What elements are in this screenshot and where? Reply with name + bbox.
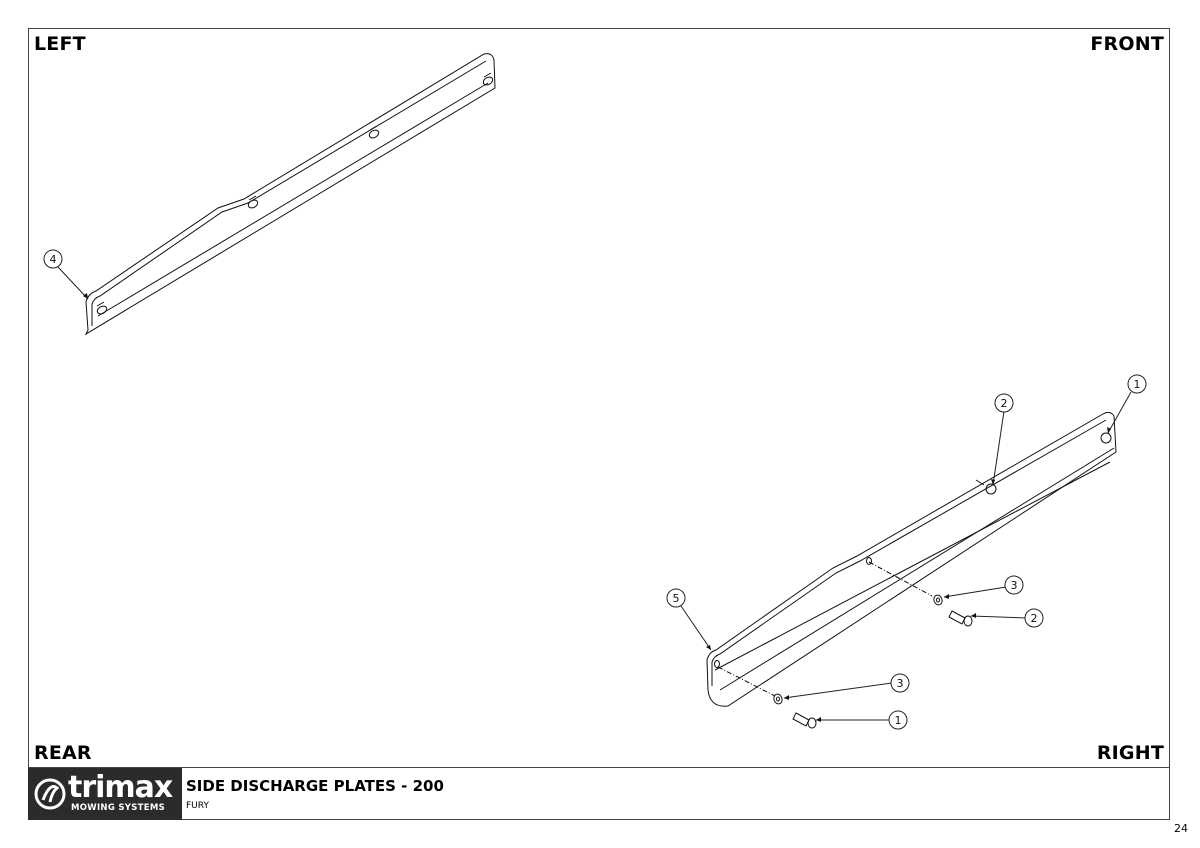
drawing-subtitle: FURY <box>186 801 209 811</box>
label-left: LEFT <box>34 33 86 55</box>
left-side-discharge-plate <box>84 53 496 336</box>
balloon-4: 4 <box>50 253 57 266</box>
label-right: RIGHT <box>1096 742 1164 764</box>
page-number: 24 <box>1174 822 1188 835</box>
right-side-discharge-plate <box>706 411 1117 707</box>
title-block: trimax MOWING SYSTEMS SIDE DISCHARGE PLA… <box>28 767 1170 820</box>
trimax-swirl-icon <box>34 778 66 810</box>
leader-arrowheads <box>83 293 1111 722</box>
balloon-1-front: 1 <box>1134 378 1141 391</box>
callout-balloons <box>43 249 1147 730</box>
trimax-logo: trimax MOWING SYSTEMS <box>28 768 182 820</box>
logo-subtext: MOWING SYSTEMS <box>71 803 166 813</box>
label-rear: REAR <box>34 742 92 764</box>
balloon-5: 5 <box>673 592 680 605</box>
balloon-1-lower: 1 <box>895 714 902 727</box>
hardware <box>717 561 973 729</box>
balloon-3-lower: 3 <box>897 677 904 690</box>
logo-wordmark: trimax <box>68 770 173 805</box>
balloon-2-top: 2 <box>1001 397 1008 410</box>
leader-lines <box>57 266 1132 721</box>
balloon-2-mid: 2 <box>1031 612 1038 625</box>
drawing-frame <box>28 28 1170 820</box>
balloon-3-upper: 3 <box>1011 579 1018 592</box>
label-front: FRONT <box>1090 33 1164 55</box>
drawing-title: SIDE DISCHARGE PLATES - 200 <box>186 777 444 795</box>
